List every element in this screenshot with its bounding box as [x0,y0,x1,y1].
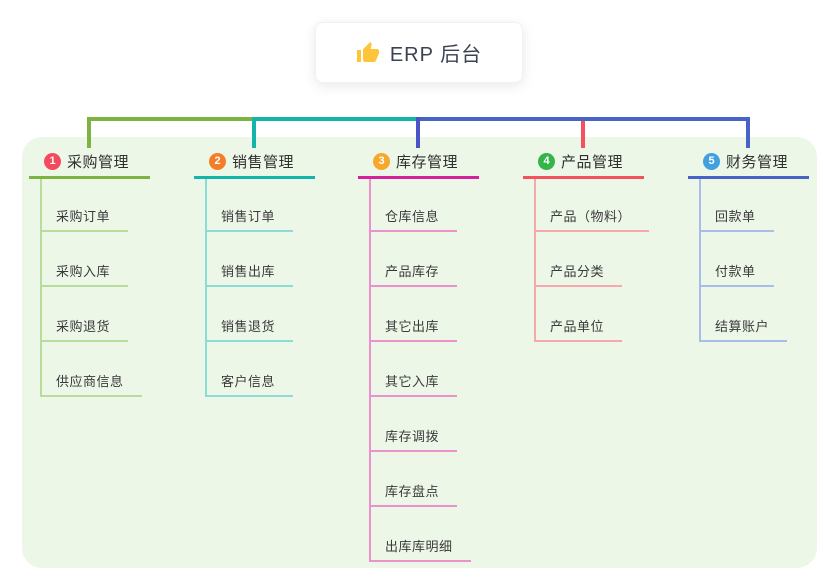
item-sales-return[interactable]: 销售退货 [205,318,294,342]
item-purchase-inbound[interactable]: 采购入库 [40,263,129,287]
branch-label: 采购管理 [67,153,130,171]
branch-connector-line [205,179,207,397]
item-settlement-account[interactable]: 结算账户 [699,318,788,342]
item-product-stock[interactable]: 产品库存 [369,263,458,287]
branch-inventory: 3 库存管理 仓库信息 产品库存 其它出库 其它入库 库存调拨 库存盘点 出库库… [358,146,479,562]
branch-header-product[interactable]: 4 产品管理 [523,146,644,179]
item-sales-order[interactable]: 销售订单 [205,208,294,232]
branch-label: 销售管理 [232,153,295,171]
item-other-outbound[interactable]: 其它出库 [369,318,458,342]
connector-drop-purchase [87,117,91,148]
branch-header-sales[interactable]: 2 销售管理 [194,146,315,179]
connector-drop-finance [746,117,750,148]
item-supplier-info[interactable]: 供应商信息 [40,373,142,397]
branch-finance: 5 财务管理 回款单 付款单 结算账户 [688,146,809,342]
root-label: ERP 后台 [389,44,483,66]
item-product-unit[interactable]: 产品单位 [534,318,623,342]
branch-label: 财务管理 [726,153,789,171]
branch-connector-line [369,179,371,562]
branch-number-badge: 2 [209,152,226,170]
branch-number-badge: 3 [373,152,390,170]
root-stem-line [416,117,420,148]
branch-connector-line [699,179,701,342]
branch-number-badge: 4 [538,152,555,170]
item-product-category[interactable]: 产品分类 [534,263,623,287]
branch-purchase: 1 采购管理 采购订单 采购入库 采购退货 供应商信息 [29,146,150,397]
root-node[interactable]: ERP 后台 [315,22,523,83]
branch-label: 库存管理 [396,153,459,171]
branch-sales: 2 销售管理 销售订单 销售出库 销售退货 客户信息 [194,146,315,397]
branch-items: 仓库信息 产品库存 其它出库 其它入库 库存调拨 库存盘点 出库库明细 [369,208,479,562]
item-purchase-order[interactable]: 采购订单 [40,208,129,232]
branch-connector-line [40,179,42,397]
item-customer-info[interactable]: 客户信息 [205,373,294,397]
branch-items: 产品（物料） 产品分类 产品单位 [534,208,650,342]
branch-items: 采购订单 采购入库 采购退货 供应商信息 [40,208,150,397]
branch-header-finance[interactable]: 5 财务管理 [688,146,809,179]
branch-connector-line [534,179,536,342]
bus-line-mid [252,117,418,121]
branch-header-purchase[interactable]: 1 采购管理 [29,146,150,179]
item-other-inbound[interactable]: 其它入库 [369,373,458,397]
item-outbound-detail[interactable]: 出库库明细 [369,538,471,562]
connector-drop-product [581,117,585,148]
branches-panel [22,137,817,568]
item-payment-bill[interactable]: 付款单 [699,263,774,287]
item-stock-count[interactable]: 库存盘点 [369,483,458,507]
connector-drop-sales [252,117,256,148]
branch-label: 产品管理 [561,153,624,171]
branch-number-badge: 5 [703,152,720,170]
bus-line-left [87,117,252,121]
branch-header-inventory[interactable]: 3 库存管理 [358,146,479,179]
item-sales-outbound[interactable]: 销售出库 [205,263,294,287]
branch-items: 销售订单 销售出库 销售退货 客户信息 [205,208,315,397]
thumbs-up-icon [356,41,380,65]
item-product-material[interactable]: 产品（物料） [534,208,650,232]
bus-line-right [418,117,750,121]
item-purchase-return[interactable]: 采购退货 [40,318,129,342]
branch-number-badge: 1 [44,152,61,170]
branch-items: 回款单 付款单 结算账户 [699,208,809,342]
item-warehouse-info[interactable]: 仓库信息 [369,208,458,232]
item-receipt-bill[interactable]: 回款单 [699,208,774,232]
branch-product: 4 产品管理 产品（物料） 产品分类 产品单位 [523,146,650,342]
item-stock-transfer[interactable]: 库存调拨 [369,428,458,452]
